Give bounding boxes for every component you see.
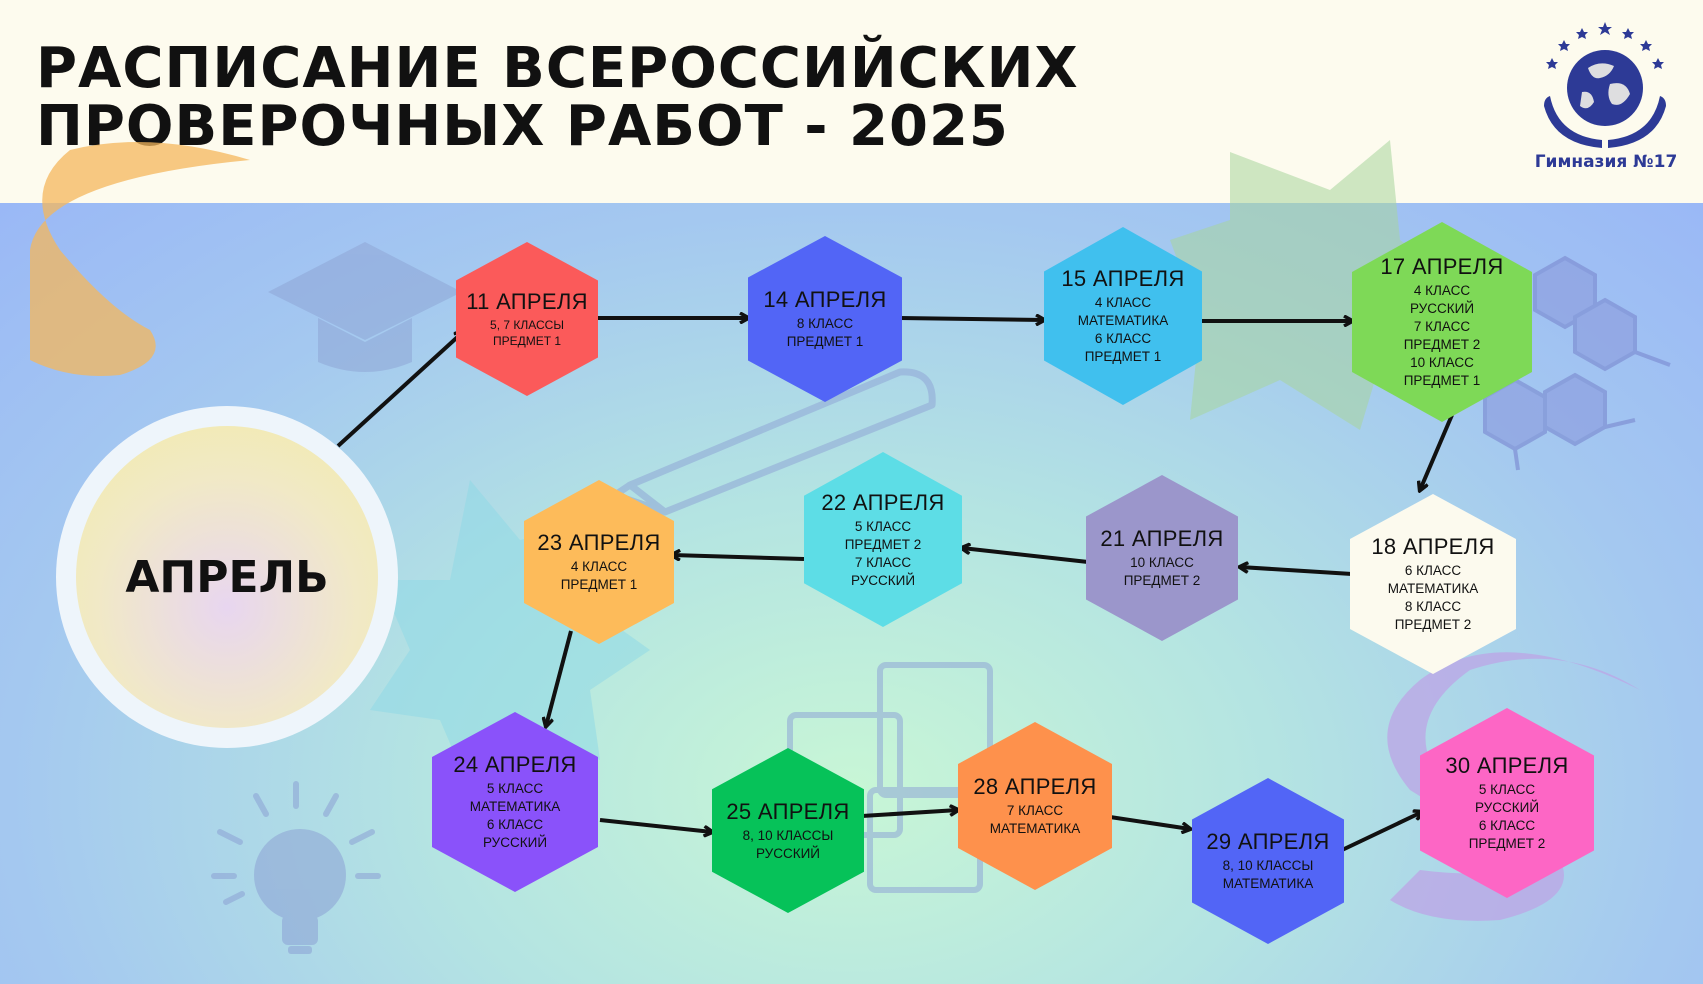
header: РАСПИСАНИЕ ВСЕРОССИЙСКИХ ПРОВЕРОЧНЫХ РАБ… — [0, 0, 1703, 203]
event-details: 8, 10 КЛАССЫ МАТЕМАТИКА — [1223, 857, 1314, 893]
event-detail-line: ПРЕДМЕТ 1 — [492, 334, 562, 348]
event-details: 7 КЛАСС МАТЕМАТИКА — [990, 802, 1080, 838]
arrow-apr29-to-apr30 — [1339, 812, 1422, 853]
event-detail-line: 5 КЛАСС — [486, 781, 544, 796]
arrow-apr18-to-apr21 — [1240, 567, 1353, 576]
arrow-apr25-to-apr28 — [861, 810, 958, 818]
month-circle: АПРЕЛЬ — [56, 406, 398, 748]
event-details: 5, 7 КЛАССЫ ПРЕДМЕТ 1 — [490, 317, 564, 349]
event-detail-line: МАТЕМАТИКА — [1387, 581, 1479, 596]
event-apr-21: 21 АПРЕЛЯ 10 КЛАСС ПРЕДМЕТ 2 — [1086, 475, 1238, 641]
month-label: АПРЕЛЬ — [125, 551, 329, 603]
event-detail-line: ПРЕДМЕТ 1 — [560, 577, 638, 592]
event-detail-line: РУССКИЙ — [755, 845, 821, 861]
event-detail-line: ПРЕДМЕТ 2 — [1123, 573, 1201, 588]
event-detail-line: МАТЕМАТИКА — [469, 799, 561, 814]
event-apr-14: 14 АПРЕЛЯ 8 КЛАСС ПРЕДМЕТ 1 — [748, 236, 902, 402]
event-details: 5 КЛАСС МАТЕМАТИКА 6 КЛАСС РУССКИЙ — [470, 780, 560, 852]
event-detail-line: 10 КЛАСС — [1130, 555, 1194, 570]
event-detail-line: РУССКИЙ — [850, 572, 916, 588]
event-details: 4 КЛАСС РУССКИЙ 7 КЛАСС ПРЕДМЕТ 2 10 КЛА… — [1404, 282, 1481, 390]
event-detail-line: ПРЕДМЕТ 1 — [786, 334, 864, 349]
event-detail-line: 4 КЛАСС — [1413, 283, 1471, 298]
gymnasium-logo-icon — [1544, 22, 1666, 148]
arrow-apr17-to-apr18 — [1420, 414, 1454, 490]
event-detail-line: МАТЕМАТИКА — [989, 821, 1081, 836]
event-date: 30 АПРЕЛЯ — [1445, 753, 1569, 778]
arrow-month-to-apr11 — [336, 332, 463, 448]
event-detail-line: РУССКИЙ — [1474, 800, 1540, 815]
page-title: РАСПИСАНИЕ ВСЕРОССИЙСКИХ ПРОВЕРОЧНЫХ РАБ… — [36, 40, 1079, 156]
event-detail-line: 6 КЛАСС — [1094, 331, 1152, 346]
event-detail-line: 4 КЛАСС — [1094, 295, 1152, 310]
event-date: 23 АПРЕЛЯ — [537, 530, 661, 555]
event-date: 18 АПРЕЛЯ — [1371, 534, 1495, 559]
logo-caption: Гимназия №17 — [1534, 152, 1678, 172]
event-detail-line: 8, 10 КЛАССЫ — [1222, 858, 1314, 873]
arrow-apr22-to-apr23 — [672, 555, 805, 559]
event-detail-line: РУССКИЙ — [482, 835, 548, 850]
event-detail-line: МАТЕМАТИКА — [1077, 313, 1169, 328]
event-detail-line: 6 КЛАСС — [1478, 818, 1536, 833]
event-detail-line: ПРЕДМЕТ 2 — [1403, 337, 1481, 352]
event-details: 8 КЛАСС ПРЕДМЕТ 1 — [787, 315, 864, 351]
event-date: 17 АПРЕЛЯ — [1380, 254, 1504, 279]
arrow-apr23-to-apr24 — [546, 630, 573, 726]
event-detail-line: 7 КЛАСС — [854, 554, 912, 570]
event-detail-line: 8 КЛАСС — [1404, 599, 1462, 614]
event-detail-line: 4 КЛАСС — [570, 559, 628, 574]
event-date: 29 АПРЕЛЯ — [1206, 829, 1330, 854]
event-detail-line: 8, 10 КЛАССЫ — [742, 827, 834, 843]
arrow-apr21-to-apr22 — [962, 548, 1089, 564]
event-details: 4 КЛАСС ПРЕДМЕТ 1 — [561, 558, 638, 594]
event-date: 25 АПРЕЛЯ — [726, 798, 850, 824]
arrow-apr28-to-apr29 — [1109, 815, 1190, 829]
event-detail-line: 7 КЛАСС — [1006, 803, 1064, 818]
event-detail-line: ПРЕДМЕТ 2 — [1394, 617, 1472, 632]
event-detail-line: ПРЕДМЕТ 1 — [1403, 373, 1481, 388]
arrow-apr14-to-apr15 — [899, 318, 1044, 320]
event-detail-line: 6 КЛАСС — [486, 817, 544, 832]
event-detail-line: ПРЕДМЕТ 2 — [1468, 836, 1546, 851]
event-details: 10 КЛАСС ПРЕДМЕТ 2 — [1124, 554, 1201, 590]
event-apr-15: 15 АПРЕЛЯ 4 КЛАСС МАТЕМАТИКА 6 КЛАСС ПРЕ… — [1044, 227, 1202, 405]
event-detail-line: ПРЕДМЕТ 1 — [1084, 349, 1162, 364]
event-detail-line: 5 КЛАСС — [1478, 782, 1536, 797]
event-apr-30: 30 АПРЕЛЯ 5 КЛАСС РУССКИЙ 6 КЛАСС ПРЕДМЕ… — [1420, 708, 1594, 898]
event-detail-line: 10 КЛАСС — [1410, 355, 1474, 370]
event-details: 5 КЛАСС ПРЕДМЕТ 2 7 КЛАСС РУССКИЙ — [845, 518, 922, 590]
event-date: 28 АПРЕЛЯ — [973, 774, 1097, 799]
event-date: 14 АПРЕЛЯ — [763, 287, 887, 312]
event-date: 21 АПРЕЛЯ — [1100, 526, 1224, 551]
event-detail-line: 5 КЛАСС — [854, 518, 912, 534]
event-detail-line: 6 КЛАСС — [1404, 563, 1462, 578]
event-detail-line: 5, 7 КЛАССЫ — [490, 318, 564, 332]
title-line-1: РАСПИСАНИЕ ВСЕРОССИЙСКИХ — [36, 36, 1079, 101]
event-date: 11 АПРЕЛЯ — [466, 289, 588, 314]
event-apr-29: 29 АПРЕЛЯ 8, 10 КЛАССЫ МАТЕМАТИКА — [1192, 778, 1344, 944]
event-detail-line: МАТЕМАТИКА — [1222, 876, 1314, 891]
event-detail-line: РУССКИЙ — [1409, 301, 1475, 316]
event-detail-line: ПРЕДМЕТ 2 — [844, 536, 922, 552]
event-details: 6 КЛАСС МАТЕМАТИКА 8 КЛАСС ПРЕДМЕТ 2 — [1388, 562, 1478, 634]
event-date: 24 АПРЕЛЯ — [453, 752, 577, 777]
arrow-apr24-to-apr25 — [599, 818, 712, 832]
event-detail-line: 7 КЛАСС — [1413, 319, 1471, 334]
event-details: 8, 10 КЛАССЫ РУССКИЙ — [743, 827, 834, 863]
event-date: 22 АПРЕЛЯ — [821, 489, 945, 515]
event-date: 15 АПРЕЛЯ — [1061, 266, 1185, 291]
event-details: 5 КЛАСС РУССКИЙ 6 КЛАСС ПРЕДМЕТ 2 — [1469, 781, 1546, 853]
event-detail-line: 8 КЛАСС — [796, 316, 854, 331]
month-circle-inner: АПРЕЛЬ — [76, 426, 378, 728]
event-details: 4 КЛАСС МАТЕМАТИКА 6 КЛАСС ПРЕДМЕТ 1 — [1078, 294, 1168, 366]
